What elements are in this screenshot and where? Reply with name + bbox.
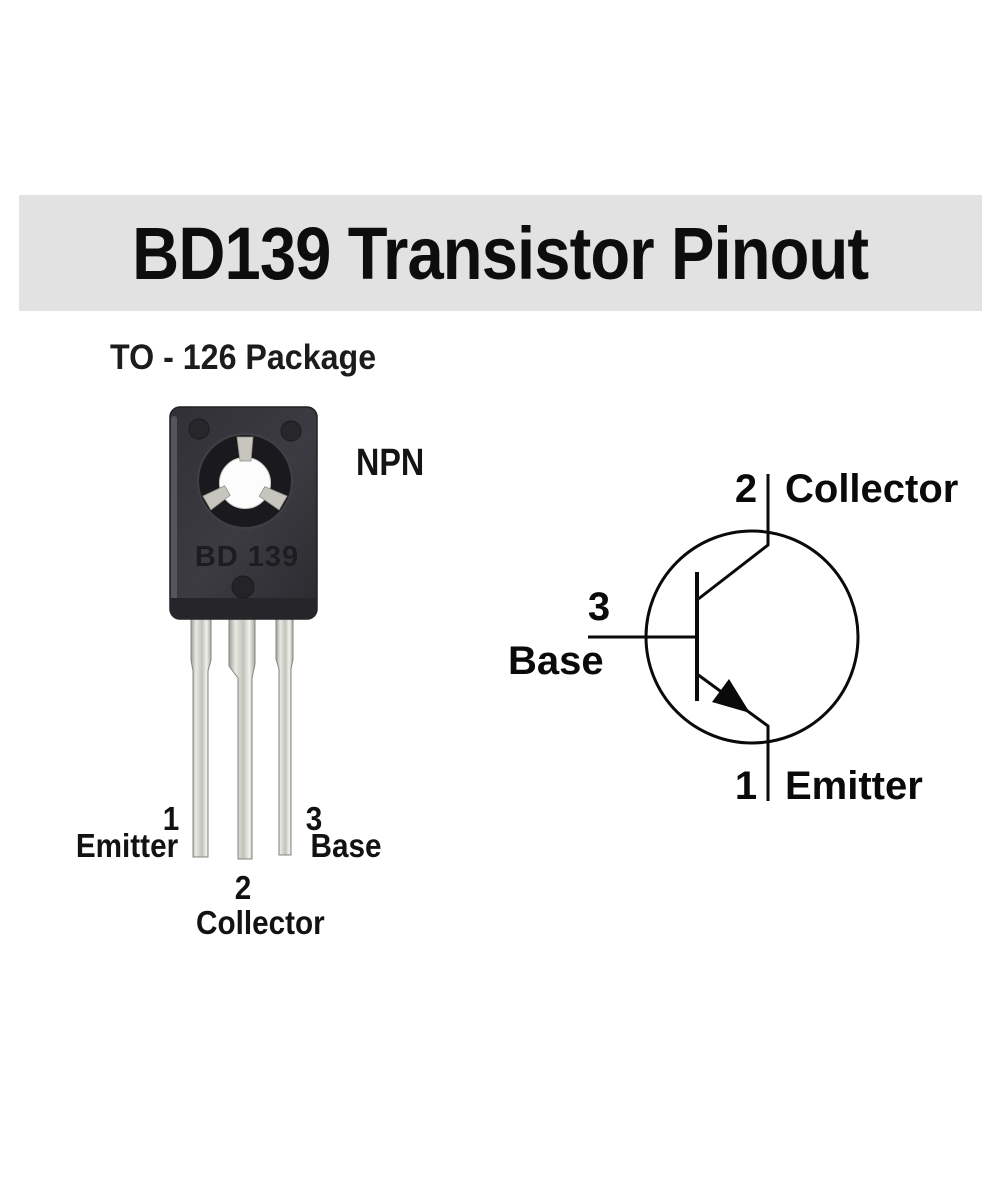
- metal-tabs: [202, 436, 288, 511]
- leg-collector: [228, 613, 256, 860]
- symbol-collector-lead: [696, 474, 770, 602]
- transistor-symbol: [588, 474, 860, 801]
- symbol-collector-number: 2: [734, 467, 758, 511]
- leg-emitter: [190, 611, 212, 858]
- page-title: BD139 Transistor Pinout: [132, 211, 869, 295]
- corner-dot-right: [280, 420, 302, 442]
- corner-dot-left: [188, 418, 210, 440]
- title-banner: BD139 Transistor Pinout: [19, 195, 982, 311]
- photo-pin3-number: 3: [305, 800, 323, 837]
- body-bottom-strip: [170, 598, 317, 619]
- symbol-base-number: 3: [587, 585, 611, 629]
- symbol-collector-name: Collector: [785, 467, 959, 511]
- leg-base: [275, 615, 294, 856]
- package-label: TO - 126 Package: [110, 338, 377, 377]
- photo-pin2-name: Collector: [196, 904, 325, 941]
- metal-tab: [236, 436, 254, 462]
- transistor-legs: [190, 611, 294, 860]
- symbol-base-name: Base: [508, 639, 604, 683]
- chip-marking: BD 139: [195, 541, 299, 573]
- npn-type-label: NPN: [356, 442, 425, 484]
- body-dimple: [231, 575, 255, 599]
- emitter-arrow: [712, 679, 750, 713]
- symbol-emitter-name: Emitter: [785, 764, 923, 808]
- photo-pin1-number: 1: [162, 800, 180, 837]
- transistor-photo: BD 139: [169, 406, 318, 860]
- mounting-hole: [219, 457, 271, 509]
- symbol-emitter-number: 1: [734, 764, 758, 808]
- photo-pin3-name: Base: [310, 827, 382, 864]
- photo-pin2-number: 2: [234, 869, 252, 906]
- metal-tab: [258, 486, 288, 511]
- photo-pin1-name: Emitter: [75, 827, 179, 864]
- metal-tab: [202, 485, 231, 511]
